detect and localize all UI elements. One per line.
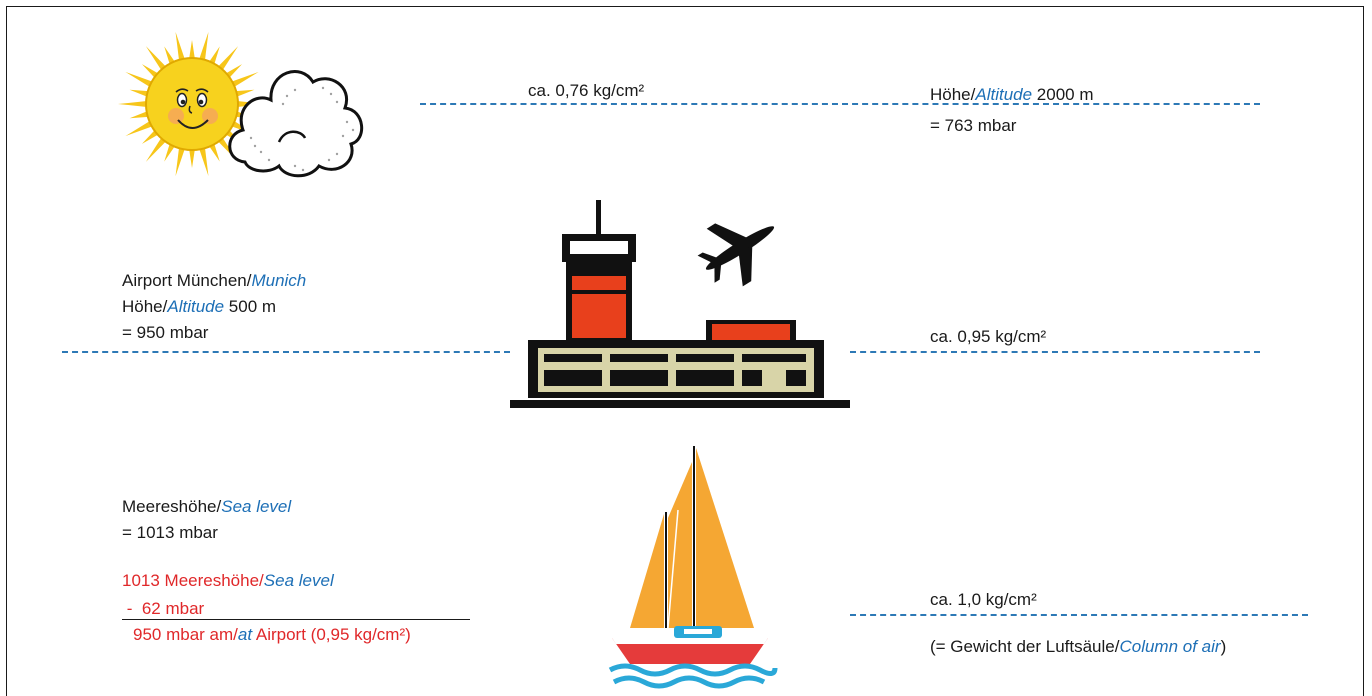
sun-ray — [208, 142, 220, 162]
sun-ray — [145, 46, 168, 72]
calc-line-2: - 62 mbar — [122, 599, 205, 618]
calc-underline — [122, 619, 470, 620]
sun-ray — [125, 71, 154, 88]
airport-altitude-en: Altitude — [167, 297, 225, 316]
sun-ray — [216, 46, 239, 72]
airport-name-label: Airport München/Munich — [122, 270, 306, 292]
sea-level-line — [850, 614, 1308, 616]
sun-ray — [188, 147, 196, 168]
top-altitude-en: Altitude — [975, 85, 1033, 104]
top-altitude-label: Höhe/Altitude 2000 m — [930, 84, 1094, 106]
cloud-icon — [228, 70, 364, 178]
top-pressure-per-area: ca. 0,76 kg/cm² — [528, 81, 645, 100]
sun-ray — [129, 110, 150, 119]
sun-ray — [175, 31, 186, 62]
sun-ray — [164, 46, 176, 66]
sun-ray — [129, 89, 150, 98]
calc-line-3-en: at — [237, 625, 253, 644]
diagram-frame — [6, 6, 1364, 696]
altitude-2000m-line — [420, 103, 1260, 105]
sun-ray — [118, 100, 149, 108]
airport-altitude-label: Höhe/Altitude 500 m — [122, 296, 276, 318]
sea-level-pressure-mbar: = 1013 mbar — [122, 523, 218, 542]
sun-ray — [198, 31, 209, 62]
airport-level-line-right — [850, 351, 1260, 353]
calc-line-1-en: Sea level — [263, 571, 334, 590]
sun-ray — [125, 120, 154, 137]
calc-line-1-prefix: 1013 Meereshöhe/ — [122, 571, 264, 590]
top-pressure-mbar: = 763 mbar — [930, 116, 1017, 135]
calc-line-3-suffix: Airport (0,95 kg/cm²) — [252, 625, 411, 644]
sea-level-prefix: Meereshöhe/ — [122, 497, 222, 516]
column-prefix: (= Gewicht der Luftsäule/ — [930, 637, 1120, 656]
airport-altitude-prefix: Höhe/ — [122, 297, 168, 316]
sun-ray — [208, 46, 220, 66]
airport-tower-icon — [510, 200, 850, 408]
sun-ray — [145, 136, 168, 162]
calc-line-3: 950 mbar am/at Airport (0,95 kg/cm²) — [133, 624, 411, 646]
sun-ray — [164, 142, 176, 162]
calc-line-3-prefix: 950 mbar am/ — [133, 625, 238, 644]
airplane-icon — [697, 223, 775, 287]
column-en: Column of air — [1119, 637, 1221, 656]
airport-name-prefix: Airport München/ — [122, 271, 252, 290]
sun-ray — [230, 71, 259, 88]
airport-level-line-left — [62, 351, 510, 353]
sea-level-pressure-per-area: ca. 1,0 kg/cm² — [930, 590, 1037, 609]
airport-pressure-mbar: = 950 mbar — [122, 323, 209, 342]
top-altitude-value: 2000 m — [1032, 85, 1094, 104]
airport-pressure-per-area: ca. 0,95 kg/cm² — [930, 327, 1047, 346]
column-of-air-label: (= Gewicht der Luftsäule/Column of air) — [930, 636, 1226, 658]
sun-ray — [198, 146, 209, 177]
sea-level-en: Sea level — [221, 497, 292, 516]
airport-name-en: Munich — [251, 271, 307, 290]
column-suffix: ) — [1220, 637, 1227, 656]
sun-ray — [188, 40, 196, 61]
top-altitude-prefix: Höhe/ — [930, 85, 976, 104]
sailboat-icon — [608, 446, 778, 689]
airport-altitude-value: 500 m — [224, 297, 277, 316]
sun-ray — [175, 146, 186, 177]
sea-level-label: Meereshöhe/Sea level — [122, 496, 291, 518]
calc-line-1: 1013 Meereshöhe/Sea level — [122, 570, 334, 592]
sun-ray — [234, 89, 255, 98]
